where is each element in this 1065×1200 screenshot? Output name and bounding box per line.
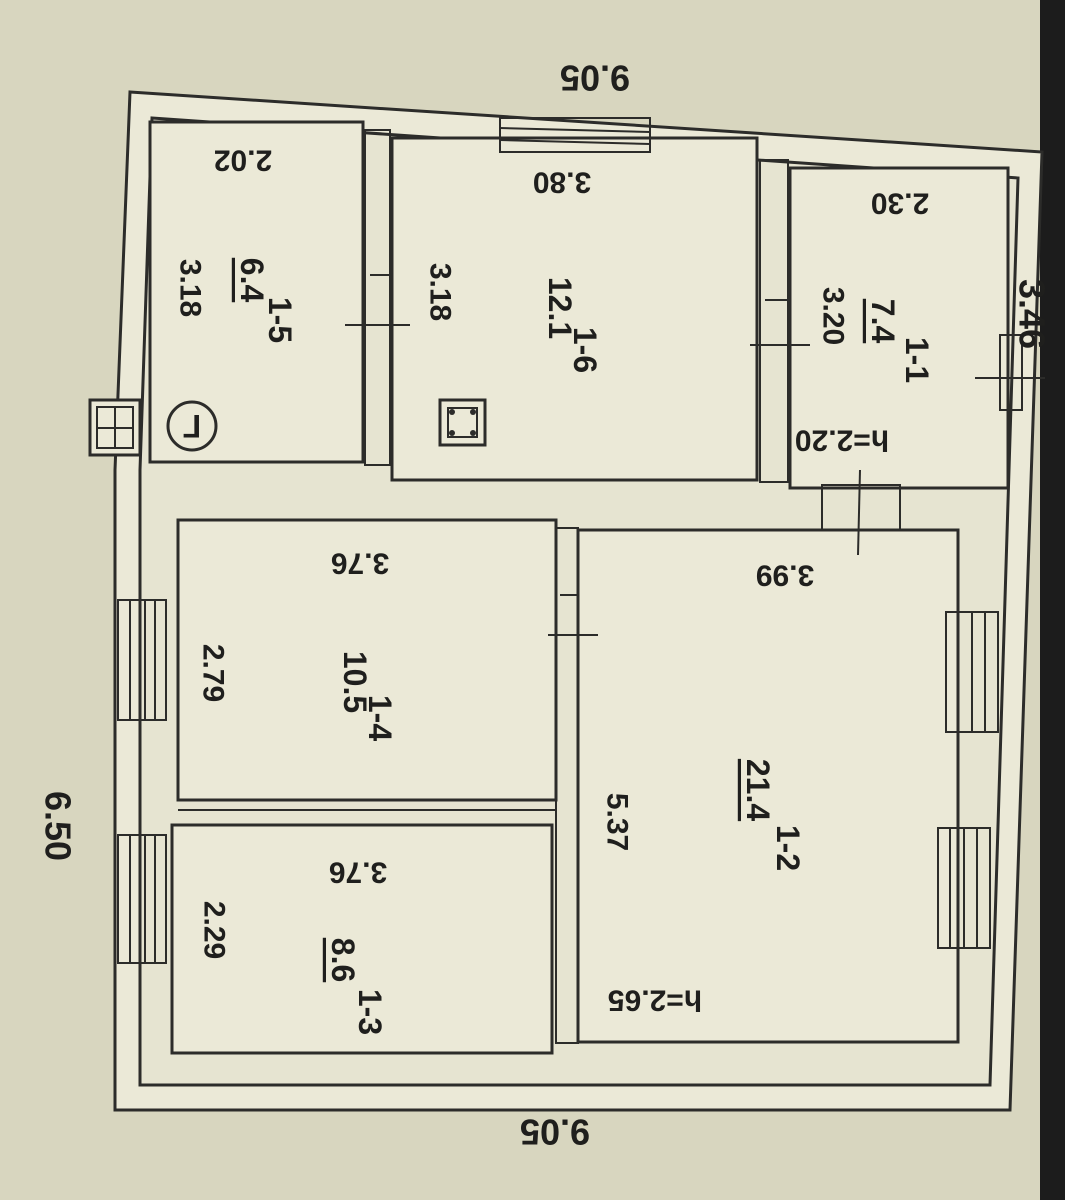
- room-1-2-area: 21.4: [740, 759, 776, 821]
- grid-window-icon: [88, 398, 142, 457]
- room-1-3-outline: [170, 823, 554, 1055]
- room-1-4-outline: [176, 518, 558, 802]
- window-top: [499, 117, 651, 153]
- room-1-4-width: 2.79: [197, 644, 230, 702]
- partition-wall-4: [555, 527, 579, 1044]
- room-1-2-id: 1-2: [770, 825, 806, 871]
- outer-bottom-width: 9.05: [520, 1112, 590, 1153]
- room-1-1-id: 1-1: [899, 337, 935, 383]
- room-1-3-length: 3.76: [329, 856, 387, 889]
- partition-wall-2: [759, 159, 789, 483]
- window-left-2: [117, 834, 167, 964]
- gas-mark-icon: Г: [166, 400, 218, 452]
- stove-icon: [438, 398, 487, 447]
- room-1-4-length: 3.76: [331, 547, 389, 580]
- partition-wall-1: [364, 129, 391, 466]
- room-1-1-width: 3.20: [817, 287, 850, 345]
- outer-top-width: 9.05: [560, 58, 630, 99]
- window-right-1: [945, 611, 999, 733]
- room-1-6-width: 3.18: [424, 263, 457, 321]
- window-right-2: [937, 827, 991, 949]
- room-1-6-area: 12.1: [542, 277, 578, 339]
- door-mark-8: [857, 469, 861, 556]
- room-1-1-area: 7.4: [865, 299, 901, 344]
- room-1-1-height: h=2.20: [795, 424, 889, 457]
- room-1-5-area: 6.4: [234, 258, 270, 303]
- room-1-3-width: 2.29: [198, 901, 231, 959]
- room-1-5-id: 1-5: [262, 297, 298, 343]
- room-1-5-length: 2.02: [214, 144, 272, 177]
- room-1-4-id: 1-4: [362, 695, 398, 741]
- room-1-6-outline: [390, 136, 759, 482]
- room-1-6-length: 3.80: [533, 166, 591, 199]
- door-frame-1: [999, 334, 1023, 411]
- gas-mark-label: Г: [183, 408, 201, 444]
- room-1-2-width: 5.37: [601, 793, 634, 851]
- room-1-2-length: 3.99: [756, 559, 814, 592]
- room-1-3-area: 8.6: [325, 938, 361, 982]
- room-1-2-height: h=2.65: [608, 984, 702, 1017]
- screen-edge: [1040, 0, 1065, 1200]
- room-1-1-length: 2.30: [871, 187, 929, 220]
- room-1-3-id: 1-3: [352, 989, 388, 1035]
- outer-right-edge: 3.46: [1012, 279, 1053, 349]
- corridor-door: [821, 484, 901, 531]
- room-1-4-area: 10.5: [337, 651, 373, 713]
- room-1-5-width: 3.18: [174, 259, 207, 317]
- room-1-6-id: 1-6: [567, 327, 603, 373]
- window-left-1: [117, 599, 167, 721]
- room-1-1-outline: [788, 166, 1010, 490]
- room-1-5-outline: [148, 120, 365, 464]
- outer-left-height: 6.50: [38, 791, 79, 861]
- room-1-2-outline: [576, 528, 960, 1044]
